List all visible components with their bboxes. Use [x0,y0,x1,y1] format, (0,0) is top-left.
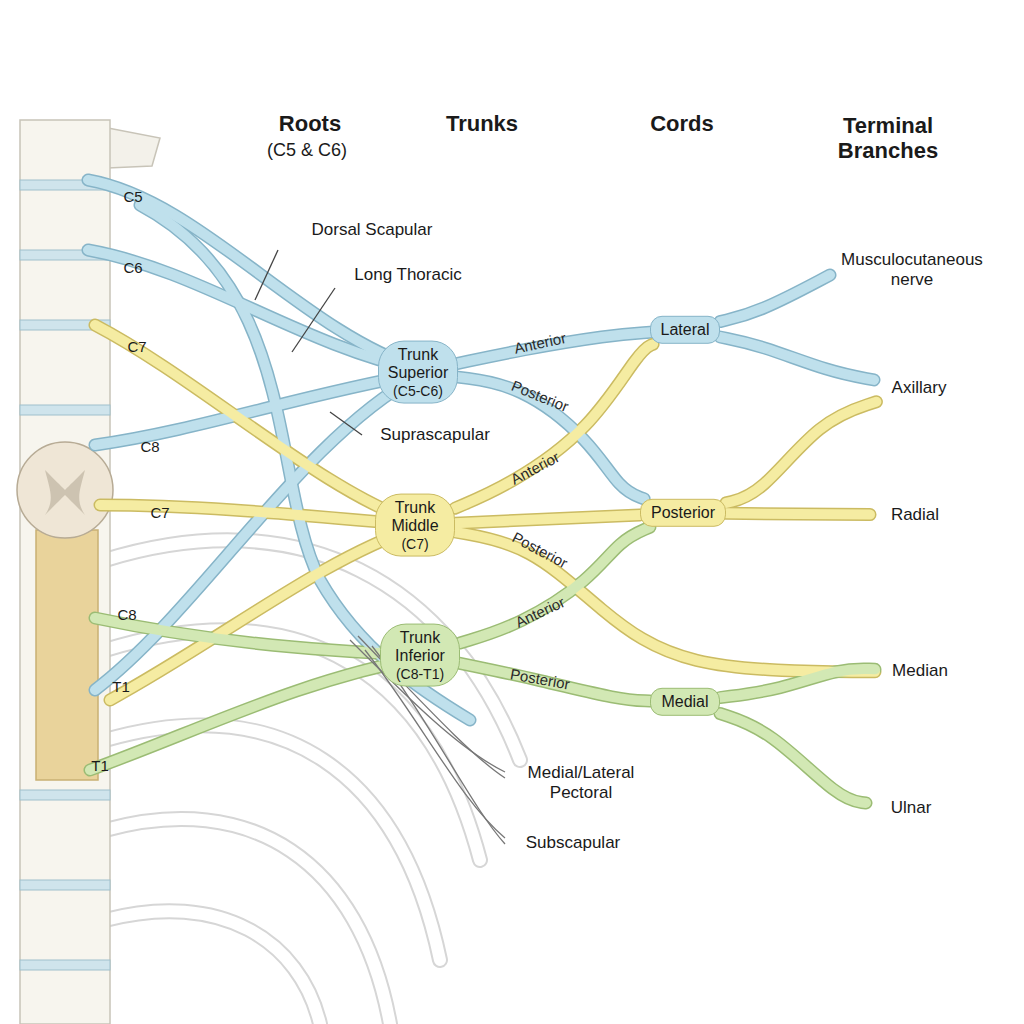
column-header: Cords [650,111,714,136]
leader-line [330,412,362,435]
nerve-outline [455,515,640,523]
division-label: Posterior [509,528,570,571]
root-nerve [100,505,415,525]
leader-line [292,288,335,352]
root-label: T1 [112,678,130,695]
nerve-label: Long Thoracic [354,265,461,285]
nerve-connector [720,337,874,380]
nerve-outline [455,532,875,672]
rib [105,819,390,1024]
nerve-label: Suprascapular [380,425,490,445]
intervertebral-disc [20,880,110,890]
nerve-connector [726,402,876,503]
node-name: Trunk Inferior [384,629,456,666]
nerve-connector [455,532,875,672]
root-nerve [95,325,415,522]
nerve-connector [720,669,875,698]
node-subtitle: (C8-T1) [384,665,456,681]
root-nerve [90,658,420,770]
cord-node: Medial [650,688,720,716]
terminal-branch: Axillary [874,374,964,402]
division-label: Anterior [508,448,562,488]
intervertebral-disc [20,790,110,800]
column-subheader: (C5 & C6) [267,140,347,161]
node-name: Musculocutaneous nerve [830,250,994,289]
node-name: Posterior [644,504,722,522]
root-label: C7 [127,338,146,355]
nerve-connector [460,663,650,701]
nerve-outline [460,663,650,701]
node-name: Axillary [877,378,961,398]
nerve-connector [720,714,866,803]
nerve-outline [720,714,866,803]
trunk-node: Trunk Superior(C5-C6) [378,341,458,404]
root-label: T1 [91,757,109,774]
spinous-process [108,128,160,168]
rib [105,911,320,1024]
division-label: Anterior [513,593,568,631]
intervertebral-disc [20,405,110,415]
column-header: Trunks [446,111,518,136]
cord-node: Lateral [650,316,720,344]
intervertebral-disc [20,960,110,970]
nerve-connector [726,513,870,514]
node-name: Lateral [654,321,716,339]
nerve-label: Subscapular [526,833,621,853]
node-name: Median [878,661,962,681]
root-label: C8 [117,606,136,623]
nerve-label: Medial/Lateral Pectoral [506,763,656,802]
node-name: Ulnar [869,798,953,818]
node-subtitle: (C5-C6) [382,382,454,398]
nerve-outline [720,337,874,380]
nerve-outline [726,513,870,514]
trunk-node: Trunk Inferior(C8-T1) [380,624,460,687]
root-label: C8 [140,438,159,455]
rib [105,911,320,1024]
terminal-branch: Radial [870,501,960,529]
grey-matter [45,470,85,515]
leader-line [255,250,278,300]
column-header: Roots [279,111,341,136]
trunk-node: Trunk Middle(C7) [375,494,455,557]
root-label: C6 [123,259,142,276]
terminal-branch: Median [875,657,965,685]
root-nerve [90,658,420,770]
node-name: Radial [873,505,957,525]
spinal-cord [36,530,98,780]
nerve-connector [460,527,650,643]
node-subtitle: (C7) [379,535,451,551]
spinal-cord-section [17,442,113,538]
nerve-connector [720,275,830,322]
node-name: Trunk Superior [382,346,454,383]
root-label: C7 [150,504,169,521]
nerve-label: Dorsal Scapular [312,220,433,240]
division-label: Anterior [513,329,568,357]
node-name: Medial [654,693,716,711]
root-label: C5 [123,188,142,205]
cord-node: Posterior [640,499,726,527]
column-header: Terminal Branches [823,113,953,164]
rib [105,819,390,1024]
nerve-outline [726,402,876,503]
node-name: Trunk Middle [379,499,451,536]
nerve-outline [720,275,830,322]
division-label: Posterior [509,377,571,415]
division-label: Posterior [509,665,571,692]
terminal-branch: Ulnar [866,794,956,822]
terminal-branch: Musculocutaneous nerve [827,246,997,293]
nerve-connector [455,515,640,523]
